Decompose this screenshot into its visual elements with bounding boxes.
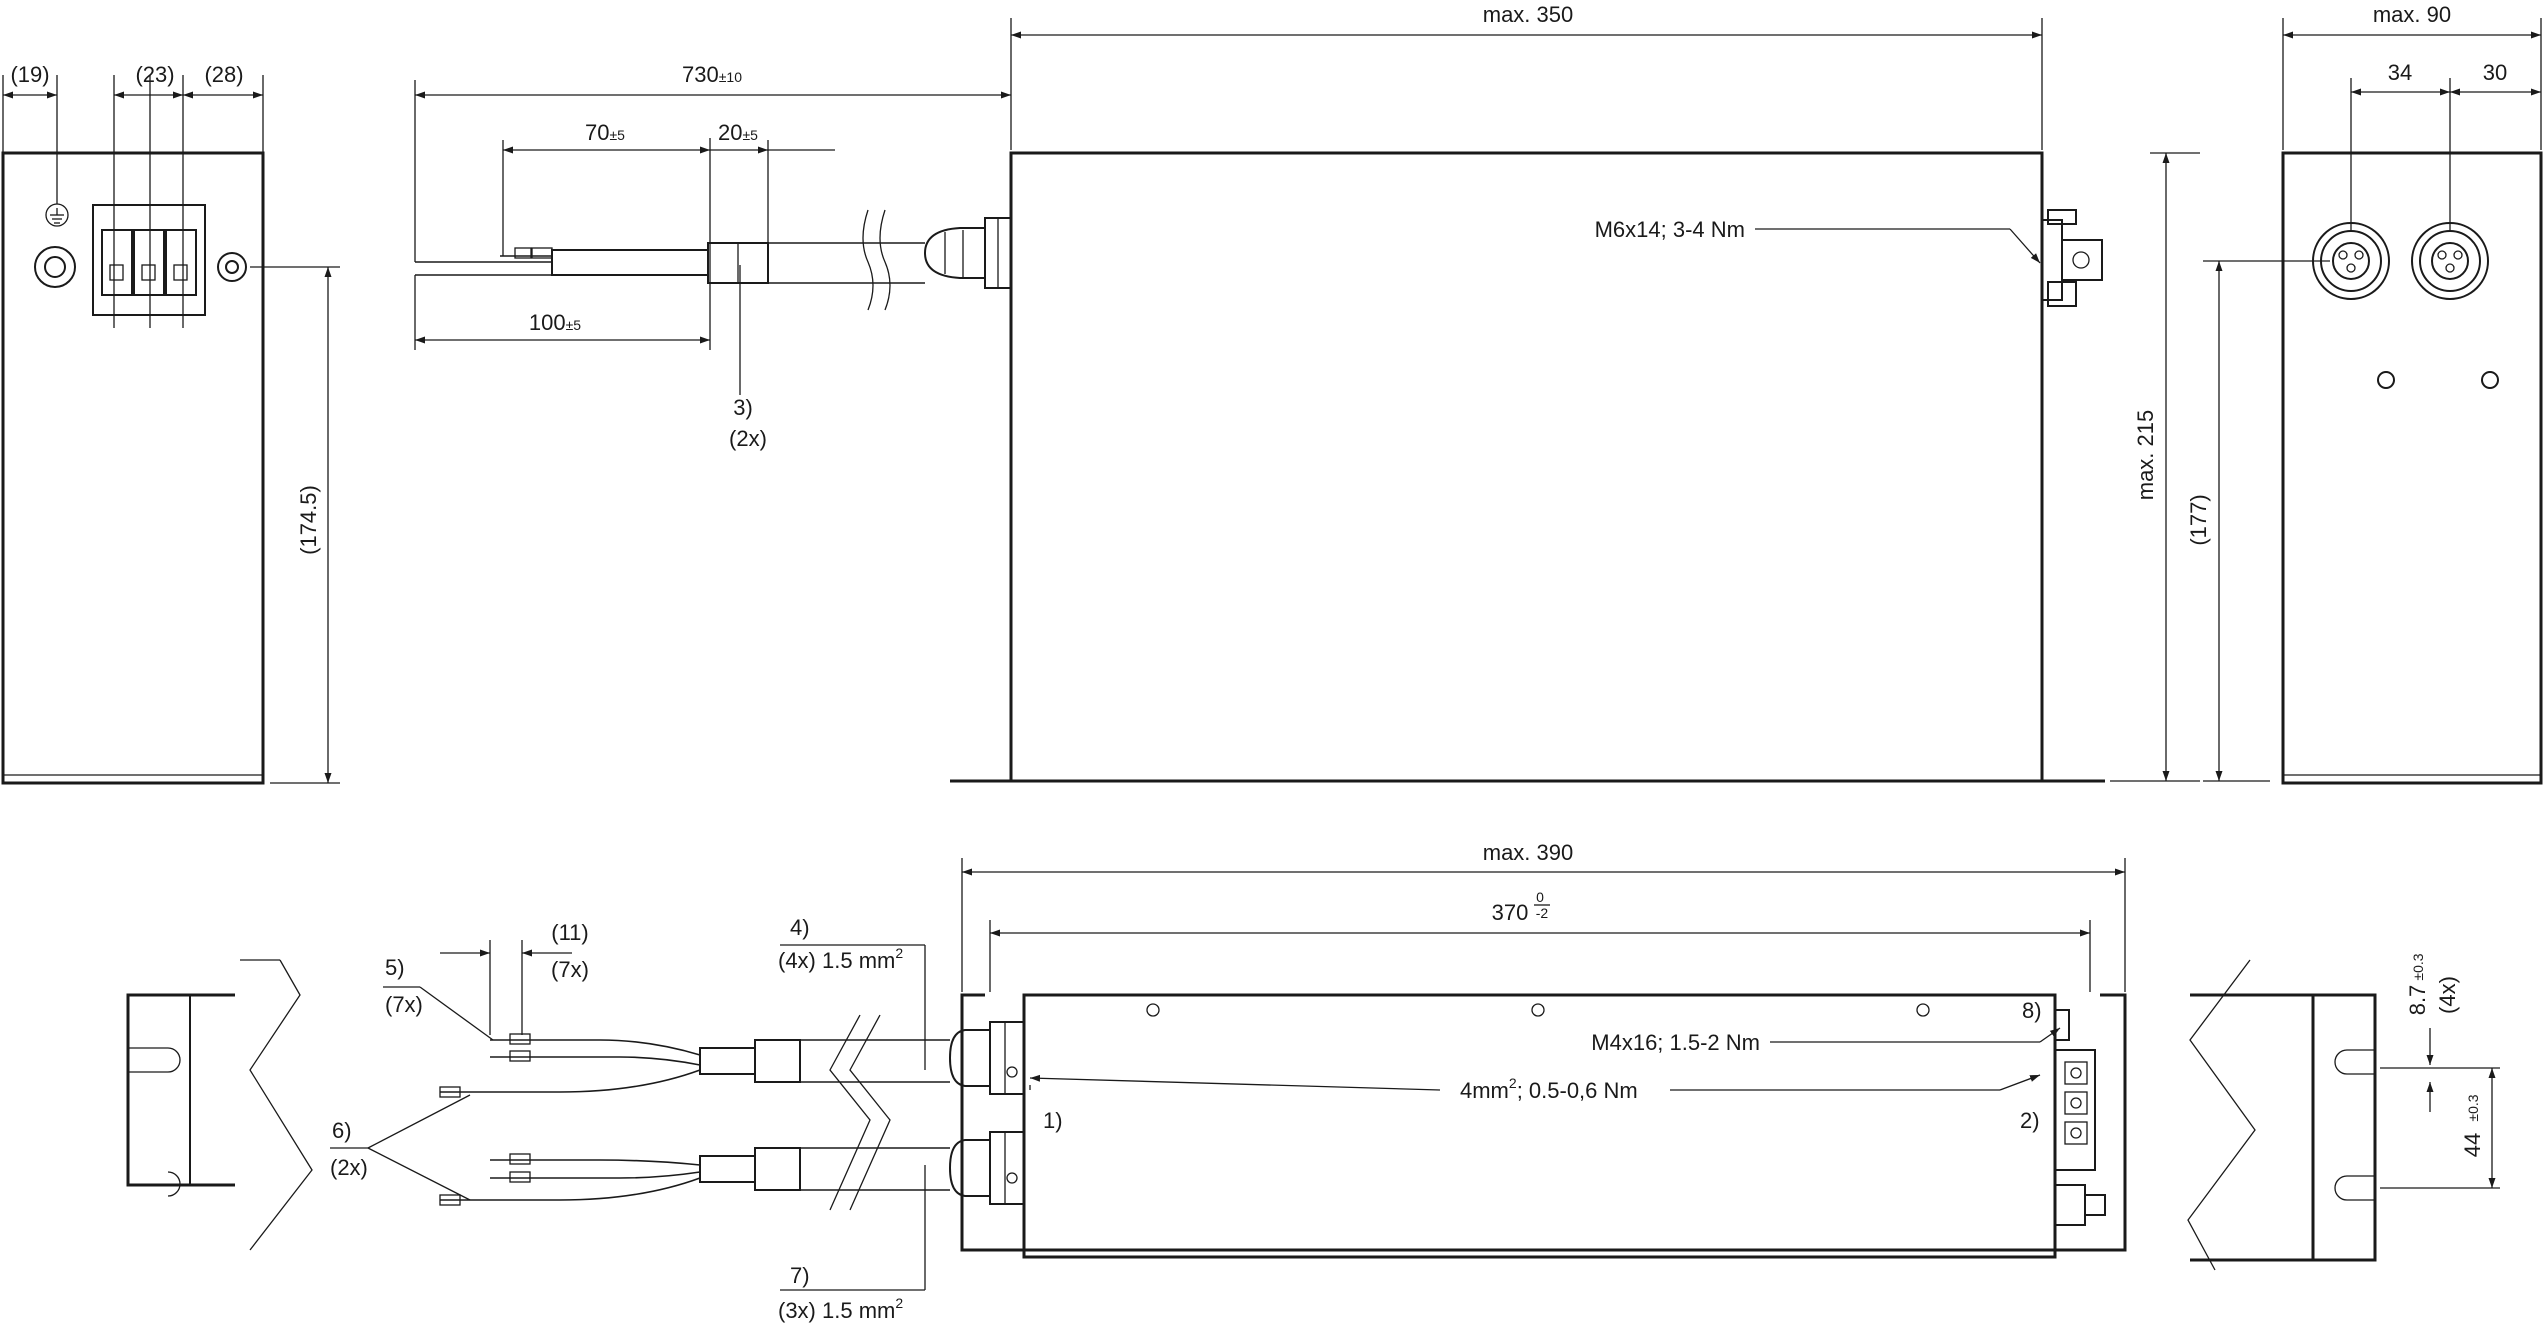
dim-max-390-label: max. 390 bbox=[1483, 840, 1574, 865]
dim-730-tolerance: ±10 bbox=[719, 69, 742, 85]
svg-text:70±5: 70±5 bbox=[585, 120, 625, 145]
bottom-top-view: max. 390 370 0 -2 4) (4x) 1.5 mm2 7) (3x… bbox=[330, 840, 2127, 1323]
dim-44-label: 44 bbox=[2460, 1133, 2485, 1157]
bottom-right-end-view: 8.7 ±0.3 (4x) 44 ±0.3 bbox=[2187, 953, 2500, 1271]
dim-370-label: 370 bbox=[1492, 900, 1529, 925]
dim-20-tolerance: ±5 bbox=[743, 127, 759, 143]
dim-370-upper-tolerance: 0 bbox=[1536, 889, 1544, 905]
pe-wire-label: 4mm bbox=[1460, 1078, 1509, 1103]
dim-34-label: 34 bbox=[2388, 60, 2412, 85]
note-7-label: 7) bbox=[790, 1263, 810, 1288]
note-4-superscript: 2 bbox=[895, 945, 903, 961]
dim-23-label: (23) bbox=[135, 62, 174, 87]
note-5-label: 5) bbox=[385, 955, 405, 980]
dim-100-tolerance: ±5 bbox=[566, 317, 582, 333]
output-end-view: max. 90 34 30 (177) bbox=[2186, 2, 2543, 785]
note-6-count: (2x) bbox=[330, 1155, 368, 1180]
note-5-count: (7x) bbox=[385, 992, 423, 1017]
dim-70-label: 70 bbox=[585, 120, 609, 145]
dim-20-label: 20 bbox=[718, 120, 742, 145]
note-1-label: 1) bbox=[1043, 1108, 1063, 1133]
pe-wire-torque: ; 0.5-0,6 Nm bbox=[1517, 1078, 1638, 1103]
dim-100-label: 100 bbox=[529, 310, 566, 335]
svg-text:4mm2; 0.5-0,6 Nm: 4mm2; 0.5-0,6 Nm bbox=[1460, 1075, 1638, 1103]
dim-8-7-tolerance: ±0.3 bbox=[2410, 953, 2426, 980]
svg-text:(4x) 1.5 mm2: (4x) 1.5 mm2 bbox=[778, 945, 903, 973]
svg-text:100±5: 100±5 bbox=[529, 310, 581, 335]
note-7-superscript: 2 bbox=[895, 1295, 903, 1311]
dim-30-label: 30 bbox=[2483, 60, 2507, 85]
svg-text:20±5: 20±5 bbox=[718, 120, 758, 145]
note-6-label: 6) bbox=[332, 1118, 352, 1143]
note-4-description: (4x) 1.5 mm bbox=[778, 948, 895, 973]
dim-730-label: 730 bbox=[682, 62, 719, 87]
svg-text:(3x) 1.5 mm2: (3x) 1.5 mm2 bbox=[778, 1295, 903, 1323]
dim-44-tolerance: ±0.3 bbox=[2465, 1094, 2481, 1121]
earth-symbol-icon bbox=[45, 203, 69, 227]
note-3-count: (2x) bbox=[729, 426, 767, 451]
note-3-label: 3) bbox=[733, 395, 753, 420]
dim-70-tolerance: ±5 bbox=[610, 127, 626, 143]
m6-torque-label: M6x14; 3-4 Nm bbox=[1595, 217, 1745, 242]
note-4-label: 4) bbox=[790, 915, 810, 940]
dim-8-7-label: 8.7 bbox=[2405, 985, 2430, 1016]
dim-19-label: (19) bbox=[10, 62, 49, 87]
note-8-label: 8) bbox=[2022, 998, 2042, 1023]
svg-text:730±10: 730±10 bbox=[682, 62, 742, 87]
side-view: M6x14; 3-4 Nm max. 350 730±10 70±5 20±5 … bbox=[414, 2, 2200, 783]
dim-174-5-label: (174.5) bbox=[296, 485, 321, 555]
note-2-label: 2) bbox=[2020, 1108, 2040, 1133]
dim-8-7-count: (4x) bbox=[2435, 976, 2460, 1014]
note-7-description: (3x) 1.5 mm bbox=[778, 1298, 895, 1323]
dim-28-label: (28) bbox=[204, 62, 243, 87]
dim-177-label: (177) bbox=[2186, 494, 2211, 545]
m4-torque-label: M4x16; 1.5-2 Nm bbox=[1591, 1030, 1760, 1055]
pe-wire-superscript: 2 bbox=[1509, 1075, 1517, 1091]
dim-11-count: (7x) bbox=[551, 957, 589, 982]
dim-370-lower-tolerance: -2 bbox=[1536, 905, 1549, 921]
dim-max-90-label: max. 90 bbox=[2373, 2, 2451, 27]
dim-11-label: (11) bbox=[551, 920, 589, 945]
bottom-left-end-view bbox=[126, 959, 313, 1251]
dim-max-215-label: max. 215 bbox=[2133, 410, 2158, 501]
dim-max-350-label: max. 350 bbox=[1483, 2, 1574, 27]
front-view: (19) (23) (28) (174.5) bbox=[1, 62, 340, 785]
